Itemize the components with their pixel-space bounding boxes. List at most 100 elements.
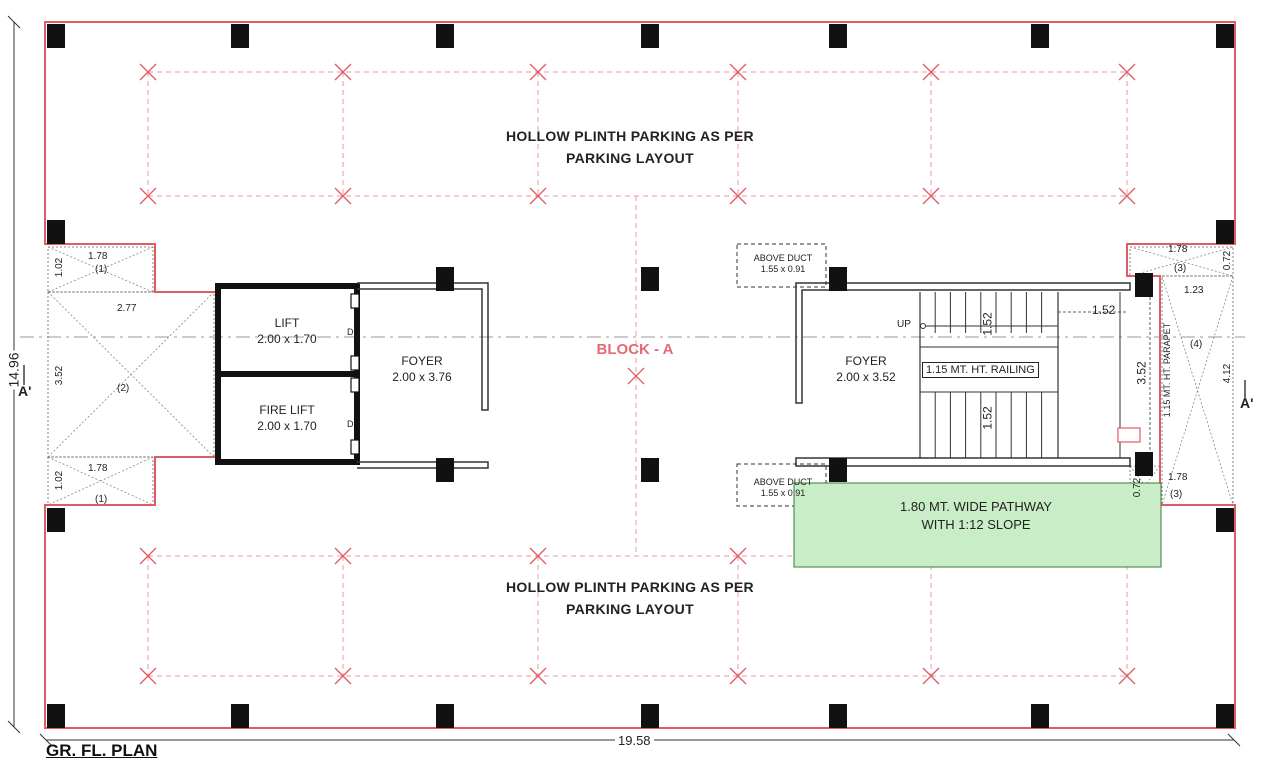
- foyer-right-size: 2.00 x 3.52: [836, 370, 896, 384]
- column: [436, 267, 454, 291]
- duct-bottom-label: ABOVE DUCT 1.55 x 0.91: [738, 477, 828, 499]
- foyer-left-railing: [357, 282, 489, 411]
- parking-label-top: HOLLOW PLINTH PARKING AS PER PARKING LAY…: [470, 125, 790, 169]
- stair-up-dot: [920, 323, 926, 329]
- grid-node-mark: [729, 187, 747, 205]
- duct-bottom-size: 1.55 x 0.91: [760, 488, 806, 498]
- lift-size: 2.00 x 1.70: [257, 332, 317, 346]
- grid-node-mark: [922, 667, 940, 685]
- grid-node-mark: [627, 367, 645, 385]
- grid-node-mark: [1118, 63, 1136, 81]
- column: [1216, 24, 1234, 48]
- parking-label-bottom: HOLLOW PLINTH PARKING AS PER PARKING LAY…: [470, 576, 790, 620]
- plot-boundary: [44, 21, 1236, 729]
- column: [47, 24, 65, 48]
- left-top-width: 1.78: [88, 251, 108, 262]
- column: [641, 267, 659, 291]
- grid-node-mark: [529, 63, 547, 81]
- plan-title: GR. FL. PLAN: [46, 741, 158, 760]
- foyer-left-size: 2.00 x 3.76: [392, 370, 452, 384]
- duct-bottom-name: ABOVE DUCT: [753, 477, 813, 487]
- lift-door-jamb: [350, 355, 360, 371]
- lift-door-jamb: [350, 377, 360, 393]
- grid-node-mark: [334, 187, 352, 205]
- column: [1216, 704, 1234, 728]
- recess-box: [47, 246, 154, 293]
- column: [1135, 273, 1153, 297]
- block-label: BLOCK - A: [596, 341, 674, 358]
- duct-top-size: 1.55 x 0.91: [760, 264, 806, 274]
- grid-node-mark: [1118, 187, 1136, 205]
- overall-width-dim: 19.58: [615, 733, 654, 748]
- column: [1216, 508, 1234, 532]
- right-mid-width: 1.23: [1184, 285, 1204, 296]
- parapet-label: 1.15 MT. HT. PARAPET: [1162, 322, 1172, 418]
- fire-equipment-icon: [1117, 427, 1141, 443]
- column: [829, 24, 847, 48]
- pathway-label: 1.80 MT. WIDE PATHWAY WITH 1:12 SLOPE: [836, 498, 1116, 534]
- staircase: [919, 292, 1151, 458]
- column: [1135, 452, 1153, 476]
- grid-node-mark: [922, 63, 940, 81]
- recess-hatching: [47, 243, 1234, 507]
- recess-cross: [47, 246, 154, 293]
- lift-name: LIFT: [274, 316, 300, 330]
- grid-node-mark: [139, 187, 157, 205]
- right-mid-height: 4.12: [1222, 363, 1234, 384]
- core-walls: [215, 282, 1131, 469]
- duct-box: [736, 463, 827, 507]
- grid-node-mark: [729, 667, 747, 685]
- foyer-right-ledge: [795, 457, 1131, 467]
- section-marker-right: A': [1240, 395, 1254, 411]
- recess-cross: [47, 456, 154, 506]
- column: [436, 24, 454, 48]
- column: [47, 220, 65, 244]
- column: [1031, 704, 1049, 728]
- right-bottom-width: 1.78: [1168, 472, 1188, 483]
- column: [436, 704, 454, 728]
- right-mid-tag: (4): [1190, 339, 1203, 350]
- right-top-tag: (3): [1174, 263, 1187, 274]
- grid-node-mark: [729, 63, 747, 81]
- recess-box: [47, 291, 215, 458]
- foyer-right-name: FOYER: [845, 354, 887, 368]
- column: [1031, 24, 1049, 48]
- columns: [47, 24, 1234, 728]
- fire-lift-name: FIRE LIFT: [259, 403, 315, 417]
- right-top-height: 0.72: [1222, 250, 1234, 271]
- left-bottom-tag: (1): [95, 494, 108, 505]
- parking-bottom-line2: PARKING LAYOUT: [566, 601, 694, 617]
- parking-top-line2: PARKING LAYOUT: [566, 150, 694, 166]
- grid-node-mark: [334, 63, 352, 81]
- recess-cross: [47, 291, 215, 458]
- pathway-line1: 1.80 MT. WIDE PATHWAY: [900, 499, 1052, 514]
- column: [829, 458, 847, 482]
- grid-node-mark: [139, 547, 157, 565]
- grid-node-mark: [729, 547, 747, 565]
- recess-box: [1161, 275, 1234, 506]
- stair-flight-top-dim: 1.52: [980, 312, 995, 336]
- duct-top-name: ABOVE DUCT: [753, 253, 813, 263]
- foyer-left-ledge: [357, 461, 489, 469]
- grid-node-mark: [139, 63, 157, 81]
- right-bottom-tag: (3): [1170, 489, 1183, 500]
- lift-door-jamb: [350, 293, 360, 309]
- pathway-line2: WITH 1:12 SLOPE: [921, 517, 1031, 532]
- grid-node-mark: [529, 187, 547, 205]
- stair-railing-label: 1.15 MT. HT. RAILING: [922, 362, 1039, 378]
- fire-lift-label: FIRE LIFT 2.00 x 1.70: [232, 402, 342, 434]
- section-arrows: [23, 365, 1246, 400]
- duct-box: [736, 243, 827, 288]
- column: [1216, 220, 1234, 244]
- left-mid-width: 2.77: [117, 303, 137, 314]
- left-bottom-width: 1.78: [88, 463, 108, 474]
- column: [641, 704, 659, 728]
- section-marker-left: A': [18, 383, 32, 399]
- recess-box: [1129, 246, 1234, 277]
- column: [47, 704, 65, 728]
- fire-lift-size: 2.00 x 1.70: [257, 419, 317, 433]
- grid-node-mark: [529, 547, 547, 565]
- duct-top-label: ABOVE DUCT 1.55 x 0.91: [738, 253, 828, 275]
- column: [47, 508, 65, 532]
